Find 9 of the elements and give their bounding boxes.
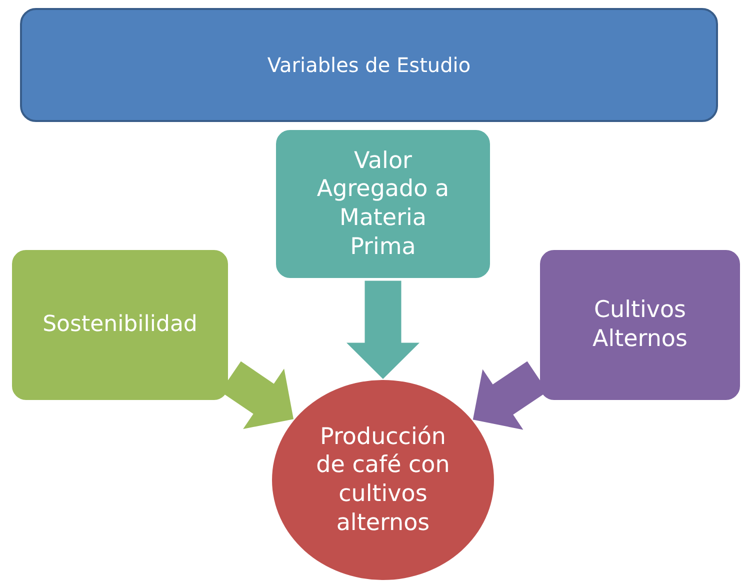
node-label: Producción de café con cultivos alternos [315,422,451,538]
variable-box [540,250,740,400]
header-box [20,8,718,122]
node-label: Sostenibilidad [42,311,198,339]
variable-box [276,130,490,278]
variable-box [12,250,228,400]
node-label: Variables de Estudio [267,52,471,78]
node-label: Valor Agregado a Materia Prima [316,146,450,262]
node-label: Cultivos Alternos [592,296,688,354]
